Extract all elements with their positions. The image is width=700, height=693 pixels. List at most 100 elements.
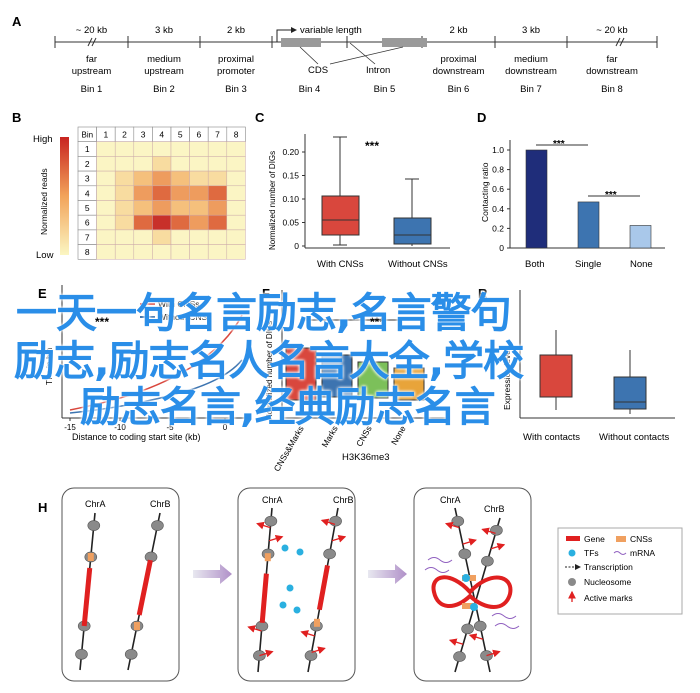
heatmap-col-label: 1 [104,130,109,140]
bin-label-2: Bin 2 [153,84,175,95]
heatmap-cell [189,170,209,187]
heatmap-cell [133,141,153,157]
heatmap-cell [133,244,153,260]
panel-c-ytick-label: 0.20 [282,147,299,157]
heatmap-cell [152,170,172,187]
intron-label: Intron [366,65,390,76]
heatmap-cell [170,141,190,157]
nucleosome [151,520,164,531]
heatmap-cell [226,156,246,172]
heatmap-cell [170,229,190,245]
heatmap-cell [133,170,153,187]
panel-c-ytick-label: 0.10 [282,194,299,204]
panel-d-cat-3: None [630,259,653,270]
panel-h-frame-1 [61,487,180,682]
cds-label: CDS [308,65,328,76]
heatmap-cell [170,214,190,231]
panel-g-letter: R [478,286,488,301]
bin-region-top-3: proximal [218,54,254,65]
heatmap-cell [226,170,246,187]
nucleosome [329,515,342,527]
heatmap-cell [207,200,228,216]
heatmap-row-label: 2 [85,159,90,169]
heatmap-cell [207,141,228,157]
panel-d-bar [629,225,652,249]
nucleosome [473,620,487,632]
heatmap-cell [189,200,209,216]
nucleosome [490,525,503,536]
mrna-squiggle [494,623,520,629]
panel-c-ytick-label: 0.15 [282,171,299,181]
heatmap-cell [189,185,209,201]
panel-e-legend-without: Without CNSs [158,312,211,322]
panel-d-sig-1: *** [553,139,565,150]
heatmap-row-label: 4 [85,188,90,198]
panel-g-box-2 [613,376,647,410]
axis-break-0 [87,37,97,47]
active-mark [462,538,477,546]
heatmap-row-label: 3 [85,174,90,184]
heatmap-row-label: 1 [85,144,90,154]
chrb-label-2: ChrB [333,495,354,505]
bin-label-8: Bin 8 [601,84,623,95]
bin-distance-3: 2 kb [227,25,245,36]
cds-pointer-1 [299,46,319,65]
panel-e-legend-with: With CNSs [158,299,200,309]
heatmap-cell [189,214,209,231]
panel-a-letter: A [12,14,22,29]
panel-f-cat-4: None [389,424,408,447]
bin-distance-8: ~ 20 kb [596,25,627,36]
heatmap-cell [170,170,190,187]
heatmap-cell [189,244,209,260]
panel-f-box-3 [357,361,389,399]
heatmap-cell [152,214,172,231]
heatmap-cell [96,244,116,260]
legend-transcription: Transcription [584,562,633,572]
heatmap-cell [170,156,190,172]
active-mark [300,630,315,638]
variable-length-label: variable length [300,25,362,36]
heatmap-cell [96,200,116,216]
heatmap-col-label: 4 [159,130,164,140]
active-mark [311,646,326,654]
heatmap-cell [114,141,135,157]
bin-label-6: Bin 6 [448,84,470,95]
active-mark [256,521,271,530]
heatmap-cell [170,200,190,216]
bin-distance-6: 2 kb [450,25,468,36]
heatmap-cell [152,229,172,245]
panel-c-cat-1: With CNSs [317,259,364,270]
heatmap-corner-label: Bin [82,131,94,140]
panel-f-cat-3: CNSs [354,424,374,448]
panel-d-ytick-label: 0.6 [492,184,504,194]
panel-f-box-2 [321,354,353,398]
heatmap-col-label: 5 [178,130,183,140]
panel-e-line-with [69,314,243,411]
nucleosome [87,520,101,531]
bin-distance-7: 3 kb [522,25,540,36]
panel-f-sig: *** [370,315,384,329]
nucleosome [304,650,318,661]
axis-break-1 [615,37,625,47]
tss-arrow [276,27,297,42]
bin-distance-1: ~ 20 kb [76,25,107,36]
panel-c-ytick-label: 0 [294,241,299,251]
heatmap-cell [114,214,135,231]
panel-f-cat-1: CNSs&Marks [272,424,306,473]
tf-dot [470,603,478,611]
bin-label-5: Bin 5 [374,84,396,95]
heatmap-cell [152,244,172,260]
active-mark [259,649,274,658]
tf-dot [286,584,294,592]
bin-region-bottom-3: promoter [217,66,255,77]
panel-h-letter: H [38,500,47,515]
mrna-squiggle [424,567,450,573]
panel-d-cat-2: Single [575,259,601,270]
panel-f-box-4 [393,367,425,401]
panel-e-xtick-label: 0 [223,423,228,432]
cns-element [462,603,476,609]
heatmap-cell [189,229,209,245]
panel-f-letter: F [262,286,270,301]
